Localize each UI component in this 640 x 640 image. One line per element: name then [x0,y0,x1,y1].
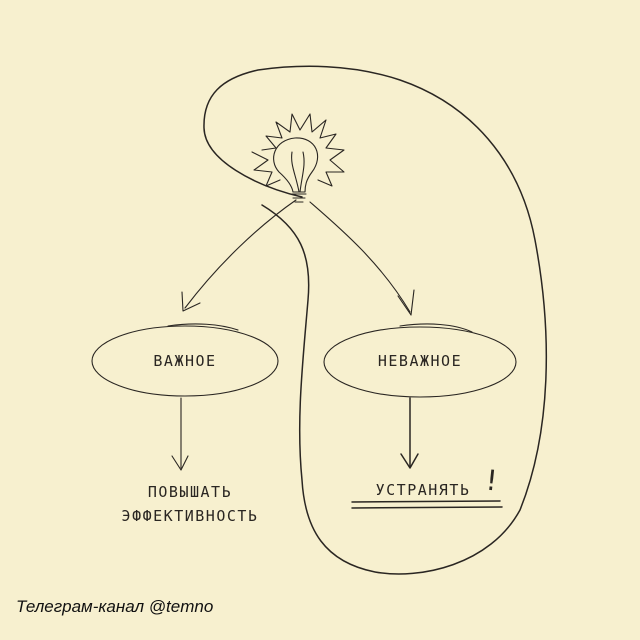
node-important-label: ВАЖНОЕ [153,352,217,370]
outcome-increase-line1: ПОВЫШАТЬ [147,483,233,501]
outcome-increase-line2: ЭФФЕКТИВНОСТЬ [121,507,259,525]
footer-channel-text: Телеграм-канал @temno [16,597,214,616]
eliminate-underline [351,500,503,509]
enclosing-loop [203,65,548,575]
arrow-icon [171,397,189,471]
arrow-icon [181,199,297,312]
node-ellipse-unimportant [323,326,517,398]
lightbulb-rays [251,113,345,187]
arrow-icon [400,397,419,469]
outcome-eliminate: УСТРАНЯТЬ [375,481,471,499]
arrow-icon [309,201,415,316]
node-unimportant-label: НЕВАЖНОЕ [377,352,463,370]
lightbulb-icon [251,113,345,203]
node-ellipse-important [91,325,279,397]
